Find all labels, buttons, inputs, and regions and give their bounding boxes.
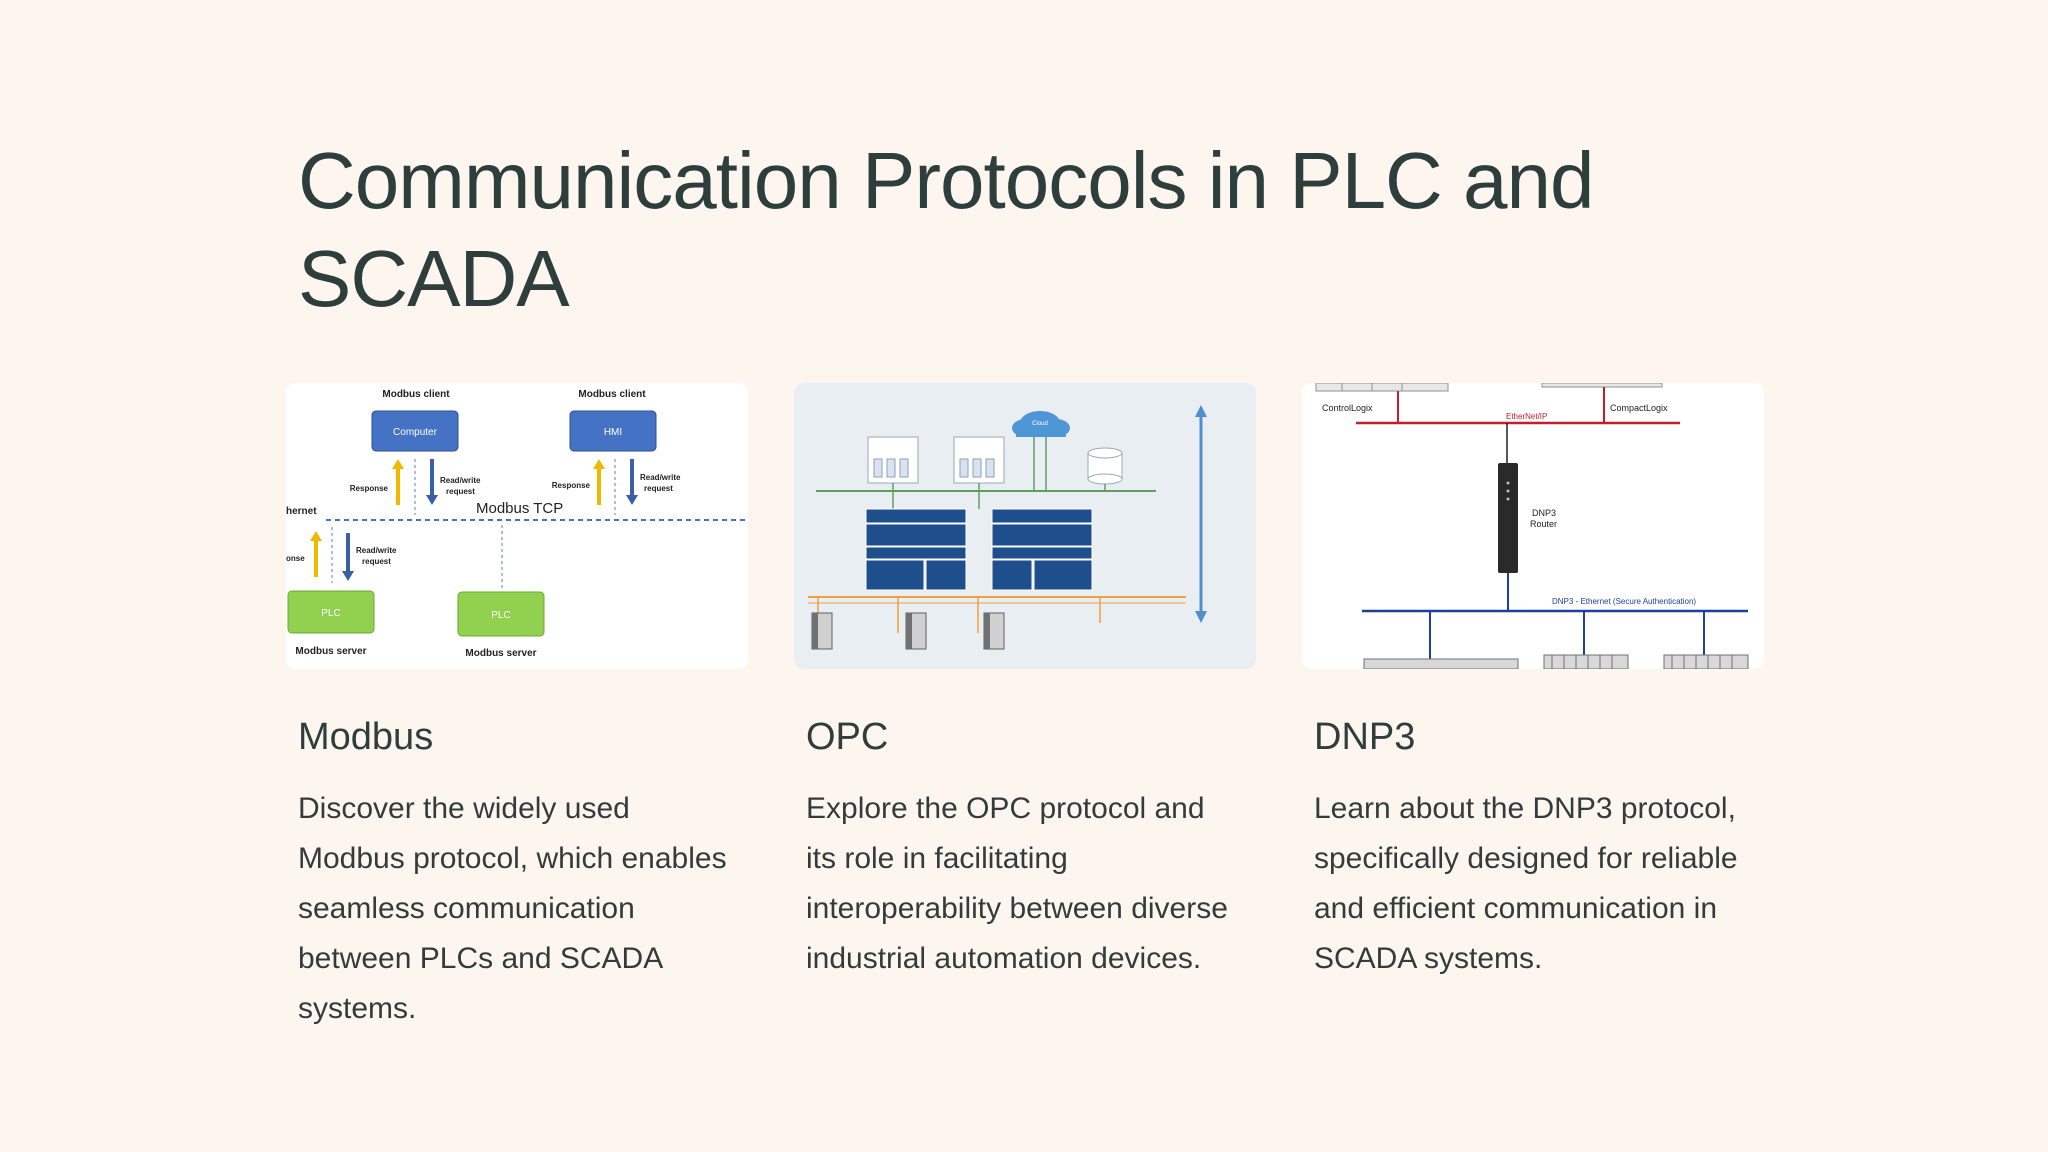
card-modbus: Modbus client Modbus client Computer HMI… [286, 383, 748, 1034]
card-title: DNP3 [1314, 716, 1416, 758]
cloud-icon: Cloud [1012, 411, 1070, 437]
card-title: Modbus [298, 716, 434, 758]
compactlogix-chassis [1541, 383, 1663, 388]
svg-text:request: request [446, 487, 475, 496]
modbus-client-left-label: Modbus client [382, 389, 450, 400]
page-title: Communication Protocols in PLC and SCADA [298, 136, 1595, 323]
modbus-client-right-label: Modbus client [578, 389, 646, 400]
dnp3-bus-label: DNP3 - Ethernet (Secure Authentication) [1552, 597, 1696, 606]
svg-text:onse: onse [286, 554, 305, 563]
opc-server-stack [991, 508, 1093, 591]
svg-text:Read/write: Read/write [440, 476, 481, 485]
dnp3-router [1498, 463, 1518, 573]
response-arrow-up [593, 459, 605, 505]
outstation-device [1543, 654, 1629, 669]
card-opc: Cloud [794, 383, 1256, 984]
modbus-diagram-image: Modbus client Modbus client Computer HMI… [286, 383, 748, 669]
svg-text:request: request [362, 557, 391, 566]
card-title: OPC [806, 716, 889, 758]
opc-diagram: Cloud [794, 383, 1256, 669]
controllogix-label: ControlLogix [1322, 403, 1373, 413]
dnp3-diagram: ControlLogix CompactLogix EtherNet/IP DN… [1302, 383, 1764, 669]
outstation-device [1663, 654, 1749, 669]
modbus-server-label: Modbus server [465, 648, 536, 659]
card-description: Explore the OPC protocol and its role in… [806, 792, 1228, 975]
svg-text:Response: Response [350, 484, 389, 493]
svg-text:PLC: PLC [321, 608, 340, 619]
svg-text:Response: Response [552, 481, 591, 490]
svg-text:PLC: PLC [491, 610, 510, 621]
svg-text:Cloud: Cloud [1032, 421, 1048, 427]
ethernetip-label: EtherNet/IP [1506, 412, 1547, 421]
card-description: Learn about the DNP3 protocol, specifica… [1314, 792, 1738, 975]
request-arrow-down [426, 459, 438, 505]
svg-text:Read/write: Read/write [640, 473, 681, 482]
modbus-server-label: Modbus server [295, 646, 366, 657]
compactlogix-label: CompactLogix [1610, 403, 1668, 413]
dnp3-diagram-image: ControlLogix CompactLogix EtherNet/IP DN… [1302, 383, 1764, 669]
modbus-tcp-label: Modbus TCP [476, 500, 563, 517]
card-dnp3: ControlLogix CompactLogix EtherNet/IP DN… [1302, 383, 1764, 984]
computer-box [371, 410, 459, 452]
svg-text:hernet: hernet [286, 506, 317, 517]
opc-server-stack [865, 508, 967, 591]
response-arrow-up [392, 459, 404, 505]
svg-text:request: request [644, 484, 673, 493]
plc-box [287, 590, 375, 634]
controllogix-chassis [1315, 383, 1449, 392]
request-arrow-down [626, 459, 638, 505]
outstation-device [1363, 658, 1519, 669]
opc-diagram-image: Cloud [794, 383, 1256, 669]
svg-text:Router: Router [1530, 519, 1557, 529]
modbus-diagram: Modbus client Modbus client Computer HMI… [286, 383, 748, 669]
card-description: Discover the widely used Modbus protocol… [298, 792, 727, 1025]
plc-box [457, 591, 545, 637]
hmi-box [569, 410, 657, 452]
dnp3-router-label: DNP3 [1532, 508, 1556, 518]
hmi-label: HMI [604, 427, 622, 438]
svg-text:Read/write: Read/write [356, 546, 397, 555]
computer-label: Computer [393, 427, 438, 438]
historian-icon [1087, 447, 1123, 485]
